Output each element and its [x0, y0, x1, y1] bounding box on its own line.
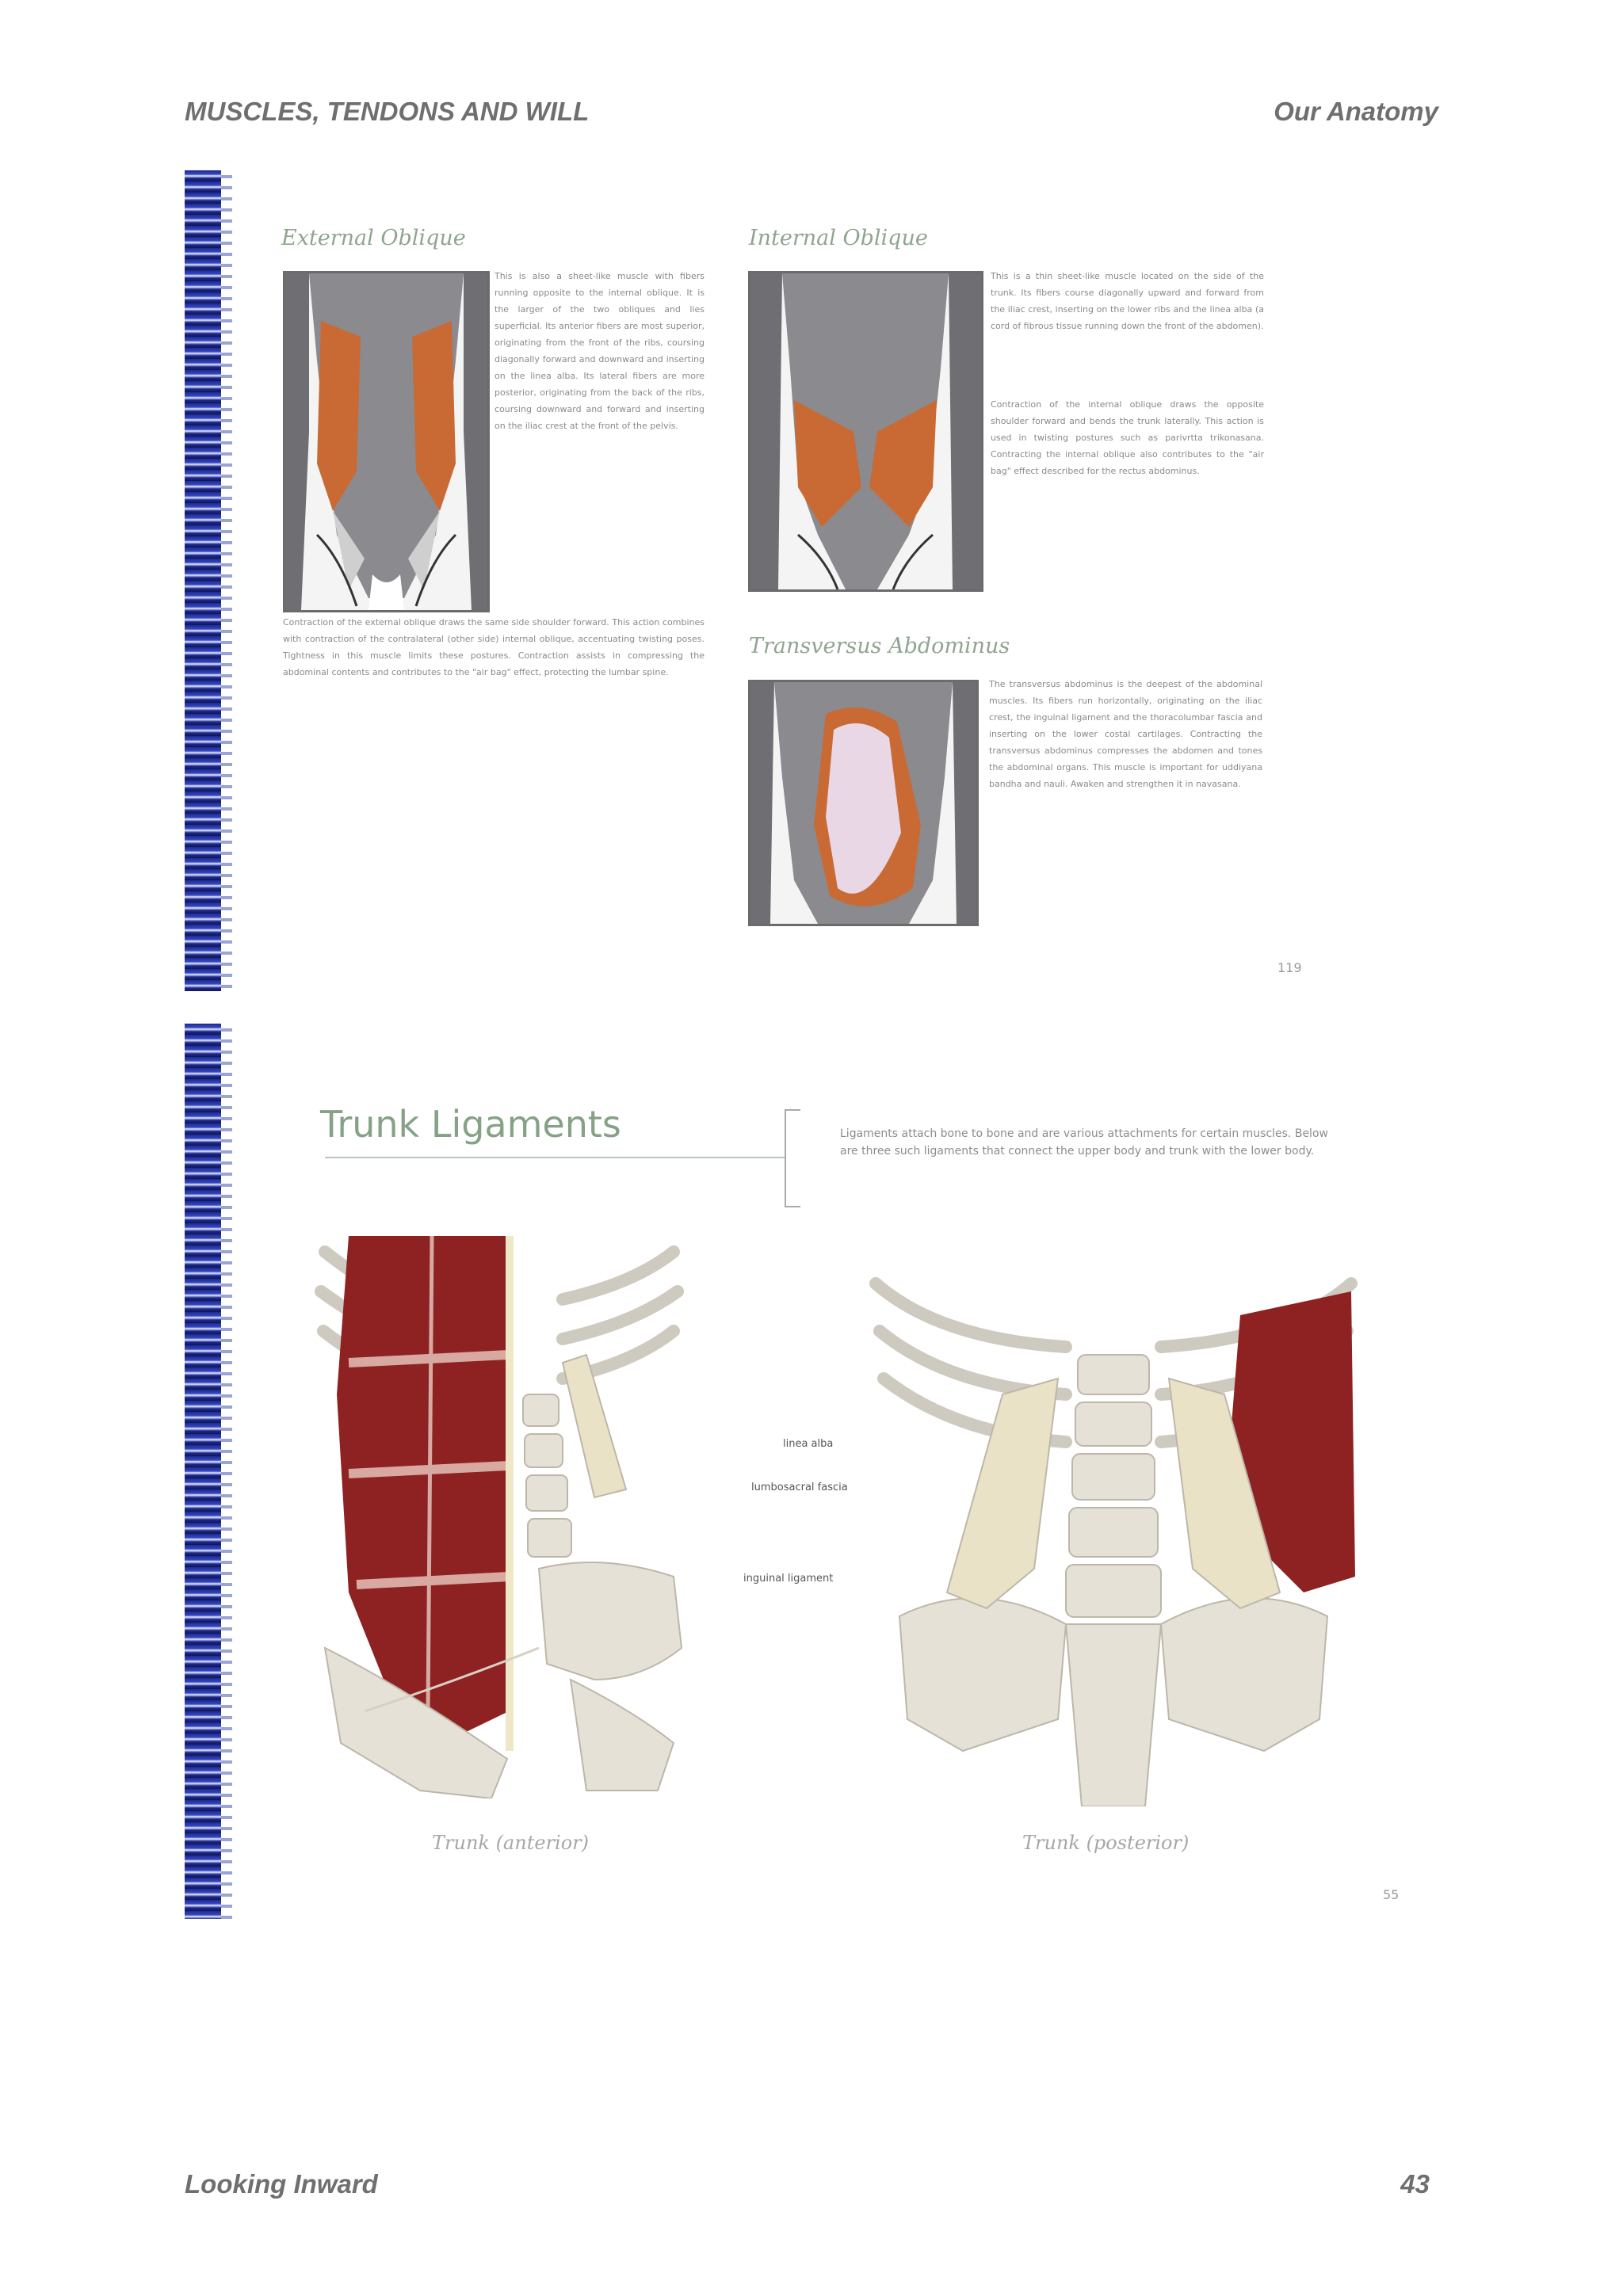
internal-oblique-title: Internal Oblique	[749, 226, 928, 250]
trunk-ligaments-intro: Ligaments attach bone to bone and are va…	[840, 1127, 1328, 1158]
trunk-anterior-illustration	[301, 1235, 697, 1800]
external-oblique-text-lower: Contraction of the external oblique draw…	[283, 617, 705, 677]
internal-oblique-text-b: Contraction of the internal oblique draw…	[991, 399, 1264, 476]
external-oblique-figure	[283, 271, 490, 612]
external-oblique-text: This is also a sheet-like muscle with fi…	[495, 271, 705, 431]
running-header-section: Our Anatomy	[1274, 97, 1438, 126]
transversus-figure	[748, 680, 979, 926]
internal-oblique-text-a: This is a thin sheet-like muscle located…	[991, 271, 1264, 331]
internal-oblique-figure	[748, 271, 983, 592]
trunk-posterior-illustration	[868, 1276, 1359, 1807]
title-rule	[325, 1157, 785, 1158]
transversus-title: Transversus Abdominus	[749, 634, 1010, 658]
top-page-number: 119	[1277, 960, 1302, 975]
bottom-page-number: 55	[1383, 1887, 1400, 1902]
linea-alba-label: linea alba	[781, 1438, 836, 1450]
caption-anterior: Trunk (anterior)	[432, 1832, 589, 1854]
intro-bracket	[785, 1109, 800, 1207]
spiral-binding-bottom	[185, 1024, 232, 1919]
inguinal-label: inguinal ligament	[741, 1573, 836, 1585]
lumbosacral-label: lumbosacral fascia	[749, 1482, 850, 1493]
spiral-binding-top	[185, 170, 232, 991]
caption-posterior: Trunk (posterior)	[1022, 1832, 1190, 1854]
external-oblique-title: External Oblique	[281, 226, 466, 250]
trunk-ligaments-title: Trunk Ligaments	[320, 1103, 621, 1146]
transversus-text: The transversus abdominus is the deepest…	[989, 679, 1262, 789]
page-number: 43	[1400, 2169, 1430, 2199]
running-header-title: MUSCLES, TENDONS AND WILL	[185, 97, 590, 126]
running-footer-title: Looking Inward	[185, 2169, 378, 2199]
